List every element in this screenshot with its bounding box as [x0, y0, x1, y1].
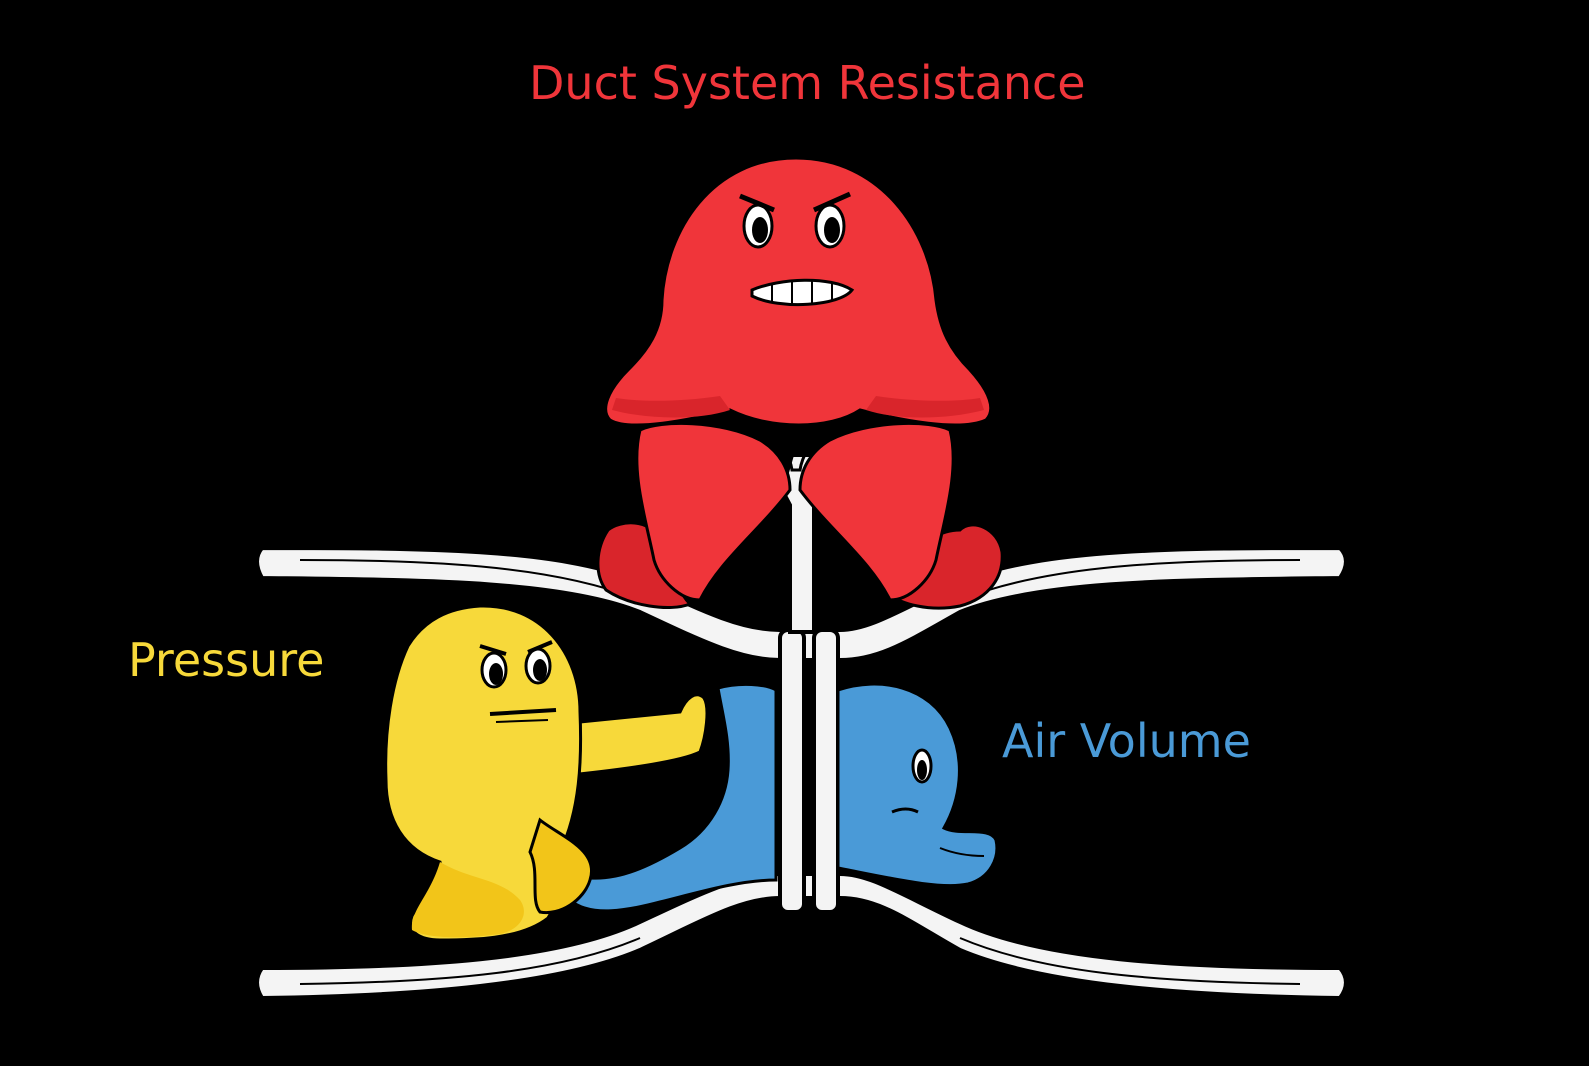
angry-red-blob-icon [596, 156, 1004, 610]
blue-squeezed-blob-icon [564, 682, 999, 913]
air-volume-label: Air Volume [1002, 714, 1251, 768]
duct-system-resistance-label: Duct System Resistance [529, 56, 1086, 110]
venturi-duct-icon [255, 545, 1348, 1001]
duct-top-wall [255, 545, 1348, 662]
pressure-label: Pressure [128, 633, 325, 687]
yellow-pushing-blob-icon [384, 604, 709, 942]
duct-bottom-wall [255, 872, 1348, 1001]
